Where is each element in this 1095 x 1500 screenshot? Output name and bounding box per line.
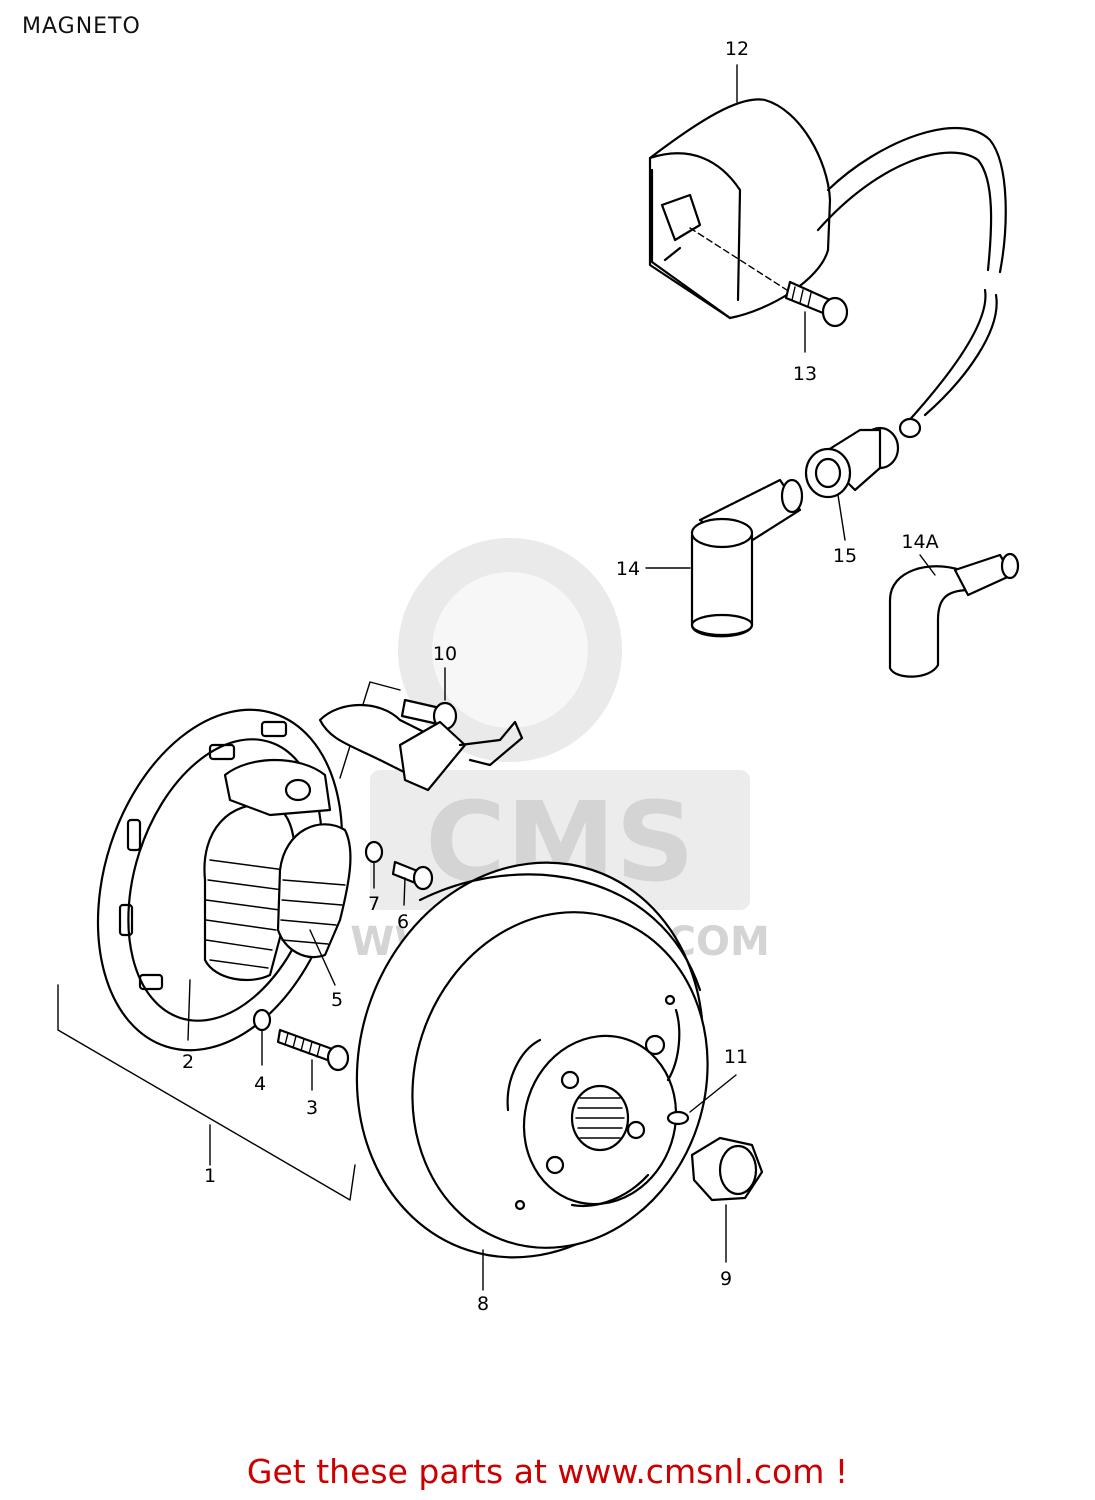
wire-connector: [804, 426, 900, 541]
spark-plug-cap-alt: [888, 552, 1020, 678]
rotor-nut: [690, 1136, 764, 1263]
spark-plug-cap: [645, 478, 804, 638]
callout-7: 7: [368, 893, 380, 915]
callout-1: 1: [204, 1165, 216, 1187]
callout-2: 2: [182, 1051, 194, 1073]
callout-12: 12: [725, 38, 749, 60]
callout-4: 4: [254, 1073, 266, 1095]
callout-15: 15: [833, 545, 857, 567]
stator-screw: [252, 1008, 350, 1091]
callout-9: 9: [720, 1268, 732, 1290]
callout-13: 13: [793, 363, 817, 385]
callout-10: 10: [433, 643, 457, 665]
rotor-flywheel: [355, 861, 709, 1291]
footer-link[interactable]: Get these parts at www.cmsnl.com !: [246, 1452, 849, 1491]
callout-6: 6: [397, 911, 409, 933]
rotor-key: [666, 1074, 737, 1126]
coil-screw: [689, 227, 849, 353]
ignition-coil: [648, 64, 1007, 439]
callout-3: 3: [306, 1097, 318, 1119]
pickup-screw: [364, 840, 434, 906]
callout-14a: 14A: [901, 531, 938, 553]
wire-clamp: [318, 667, 524, 792]
callout-11: 11: [724, 1046, 748, 1068]
callout-14: 14: [616, 558, 640, 580]
stator-assembly: [57, 708, 356, 1201]
callout-5: 5: [331, 989, 343, 1011]
callout-8: 8: [477, 1293, 489, 1315]
page-title: MAGNETO: [22, 14, 141, 39]
